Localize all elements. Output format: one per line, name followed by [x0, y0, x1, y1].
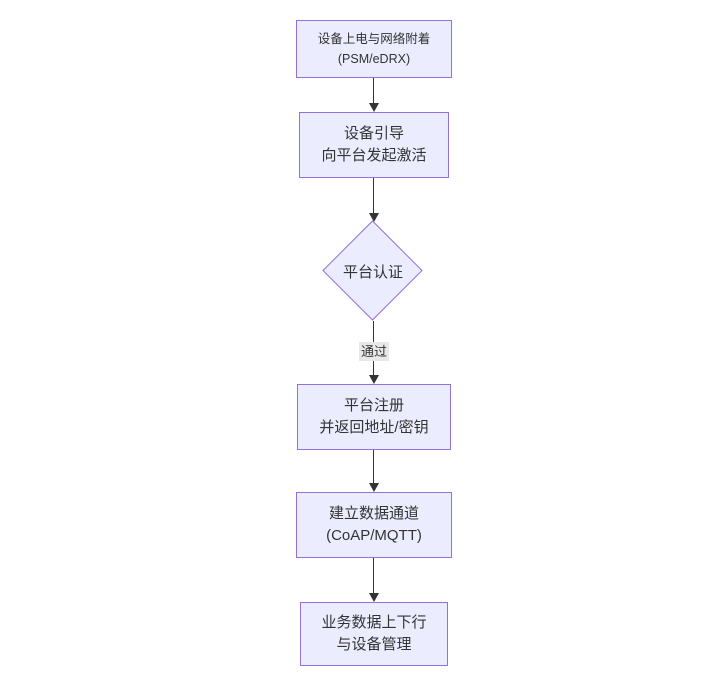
node-device-bootstrap: 设备引导 向平台发起激活: [299, 112, 449, 178]
node-platform-auth-decision: 平台认证: [322, 220, 423, 321]
node-text-line: 设备引导: [343, 125, 404, 142]
node-text-line: (PSM/eDRX): [337, 52, 411, 66]
node-platform-register: 平台注册 并返回地址/密钥: [297, 384, 451, 450]
arrowhead-icon: [369, 213, 379, 222]
arrowhead-icon: [369, 593, 379, 602]
edge-line: [373, 558, 374, 594]
arrowhead-icon: [369, 483, 379, 492]
node-text-line: 向平台发起激活: [321, 147, 427, 164]
edge-line: [373, 450, 374, 484]
node-text-line: 与设备管理: [336, 636, 412, 653]
node-text-line: 平台认证: [342, 263, 403, 281]
node-text-line: 设备上电与网络附着: [317, 32, 431, 46]
node-text-line: 平台注册: [343, 397, 404, 414]
edge-label-pass: 通过: [358, 342, 390, 361]
node-business-data-device-mgmt: 业务数据上下行 与设备管理: [300, 602, 448, 666]
node-text-line: 并返回地址/密钥: [319, 419, 429, 436]
node-text-line: (CoAP/MQTT): [326, 527, 422, 544]
arrowhead-icon: [369, 103, 379, 112]
arrowhead-icon: [369, 375, 379, 384]
node-device-power-attach: 设备上电与网络附着 (PSM/eDRX): [296, 20, 452, 78]
node-text-line: 业务数据上下行: [321, 614, 427, 631]
edge-line: [373, 78, 374, 104]
edge-line: [373, 178, 374, 214]
node-text-line: 建立数据通道: [328, 505, 419, 522]
node-establish-data-channel: 建立数据通道 (CoAP/MQTT): [296, 492, 452, 558]
